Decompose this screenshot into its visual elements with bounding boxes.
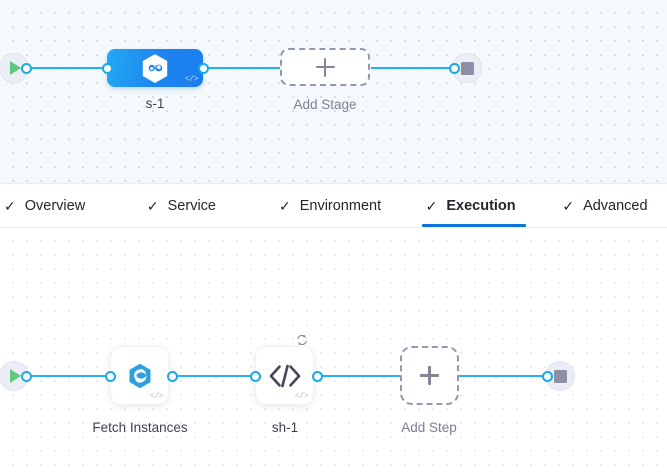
plus-icon — [420, 366, 439, 385]
edge-add-step-to-end — [459, 375, 547, 377]
stage-config-tabs: ✓ Overview ✓ Service ✓ Environment ✓ Exe… — [0, 183, 667, 228]
port-fetch-in[interactable] — [104, 370, 116, 382]
edge-s1-to-add-stage — [200, 67, 281, 69]
edge-fetch-to-sh1 — [169, 375, 255, 377]
add-stage-button[interactable] — [280, 48, 370, 86]
port-sh1-in[interactable] — [249, 370, 261, 382]
execution-graph-canvas[interactable]: </> Fetch Instances </> sh-1 — [0, 228, 667, 475]
azure-swirl-icon — [129, 363, 150, 388]
check-icon: ✓ — [562, 197, 575, 214]
step-node-sh-1[interactable]: </> — [255, 334, 314, 405]
plus-icon — [315, 57, 335, 77]
port-exec-start-out[interactable] — [21, 370, 32, 382]
port-fetch-out[interactable] — [166, 370, 178, 382]
tab-label: Overview — [24, 197, 86, 214]
stage-node-s-1[interactable]: </> — [107, 49, 203, 87]
looping-strategy-icon — [297, 334, 307, 346]
stage-graph-canvas[interactable]: </> s-1 Add Stage — [0, 0, 667, 183]
step-node-fetch-instances[interactable]: </> — [110, 346, 169, 405]
tab-label: Advanced — [583, 197, 648, 214]
execution-end-node[interactable] — [545, 361, 575, 391]
play-icon — [10, 369, 21, 383]
check-icon: ✓ — [4, 197, 16, 214]
step-node-label-fetch-instances: Fetch Instances — [92, 420, 188, 435]
tab-advanced[interactable]: ✓ Advanced — [558, 184, 667, 227]
stop-icon — [553, 369, 567, 383]
edge-start-to-s1 — [26, 67, 110, 69]
shell-script-icon — [269, 364, 300, 387]
check-icon: ✓ — [278, 197, 291, 214]
add-stage-label: Add Stage — [293, 97, 357, 112]
edge-sh1-to-add-step — [314, 375, 400, 377]
tab-label: Execution — [446, 197, 516, 214]
check-icon: ✓ — [146, 197, 159, 214]
tab-service[interactable]: ✓ Service — [143, 184, 222, 227]
port-start-out[interactable] — [21, 62, 32, 74]
tab-overview[interactable]: ✓ Overview — [0, 184, 91, 227]
port-sh1-out[interactable] — [311, 370, 323, 382]
port-exec-end-in[interactable] — [542, 370, 553, 382]
stage-code-badge: </> — [184, 75, 199, 84]
port-end-in[interactable] — [449, 62, 460, 74]
edge-add-stage-to-end — [371, 67, 454, 69]
edge-start-to-fetch — [26, 375, 110, 377]
port-s1-out[interactable] — [197, 62, 209, 74]
stop-icon — [460, 61, 474, 75]
tab-execution[interactable]: ✓ Execution — [421, 184, 527, 227]
play-icon — [10, 61, 21, 75]
stage-node-label-s-1: s-1 — [145, 96, 165, 111]
tab-label: Environment — [299, 197, 382, 214]
add-step-label: Add Step — [401, 420, 457, 435]
service-hexagon-icon — [142, 53, 168, 83]
step-code-badge: </> — [149, 392, 164, 401]
step-node-label-sh-1: sh-1 — [271, 420, 299, 435]
port-s1-in[interactable] — [101, 62, 113, 74]
tab-label: Service — [167, 197, 216, 214]
add-step-button[interactable] — [400, 346, 459, 405]
check-icon: ✓ — [425, 197, 438, 214]
tab-environment[interactable]: ✓ Environment — [275, 184, 387, 227]
step-code-badge: </> — [294, 392, 309, 401]
